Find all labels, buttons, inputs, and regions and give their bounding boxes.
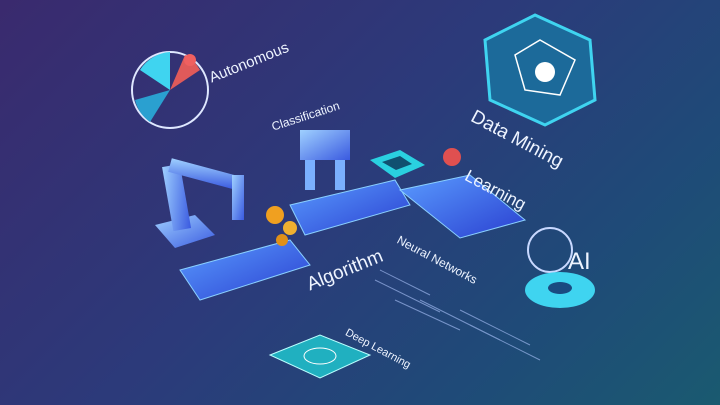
classification-claw — [300, 130, 350, 190]
chip-icon — [370, 150, 425, 178]
learning-badge-icon — [443, 148, 461, 166]
ai-head-gear-icon — [525, 227, 595, 308]
code-lines — [374, 269, 541, 361]
label-ai: AI — [568, 248, 591, 275]
robot-arm — [155, 158, 244, 248]
orange-gears-icon — [266, 206, 297, 246]
deep-learning-chip-icon — [268, 334, 372, 379]
data-mining-hexagon-icon — [483, 13, 597, 127]
conveyor-belts — [179, 174, 527, 301]
autonomous-radar-icon — [131, 51, 209, 129]
